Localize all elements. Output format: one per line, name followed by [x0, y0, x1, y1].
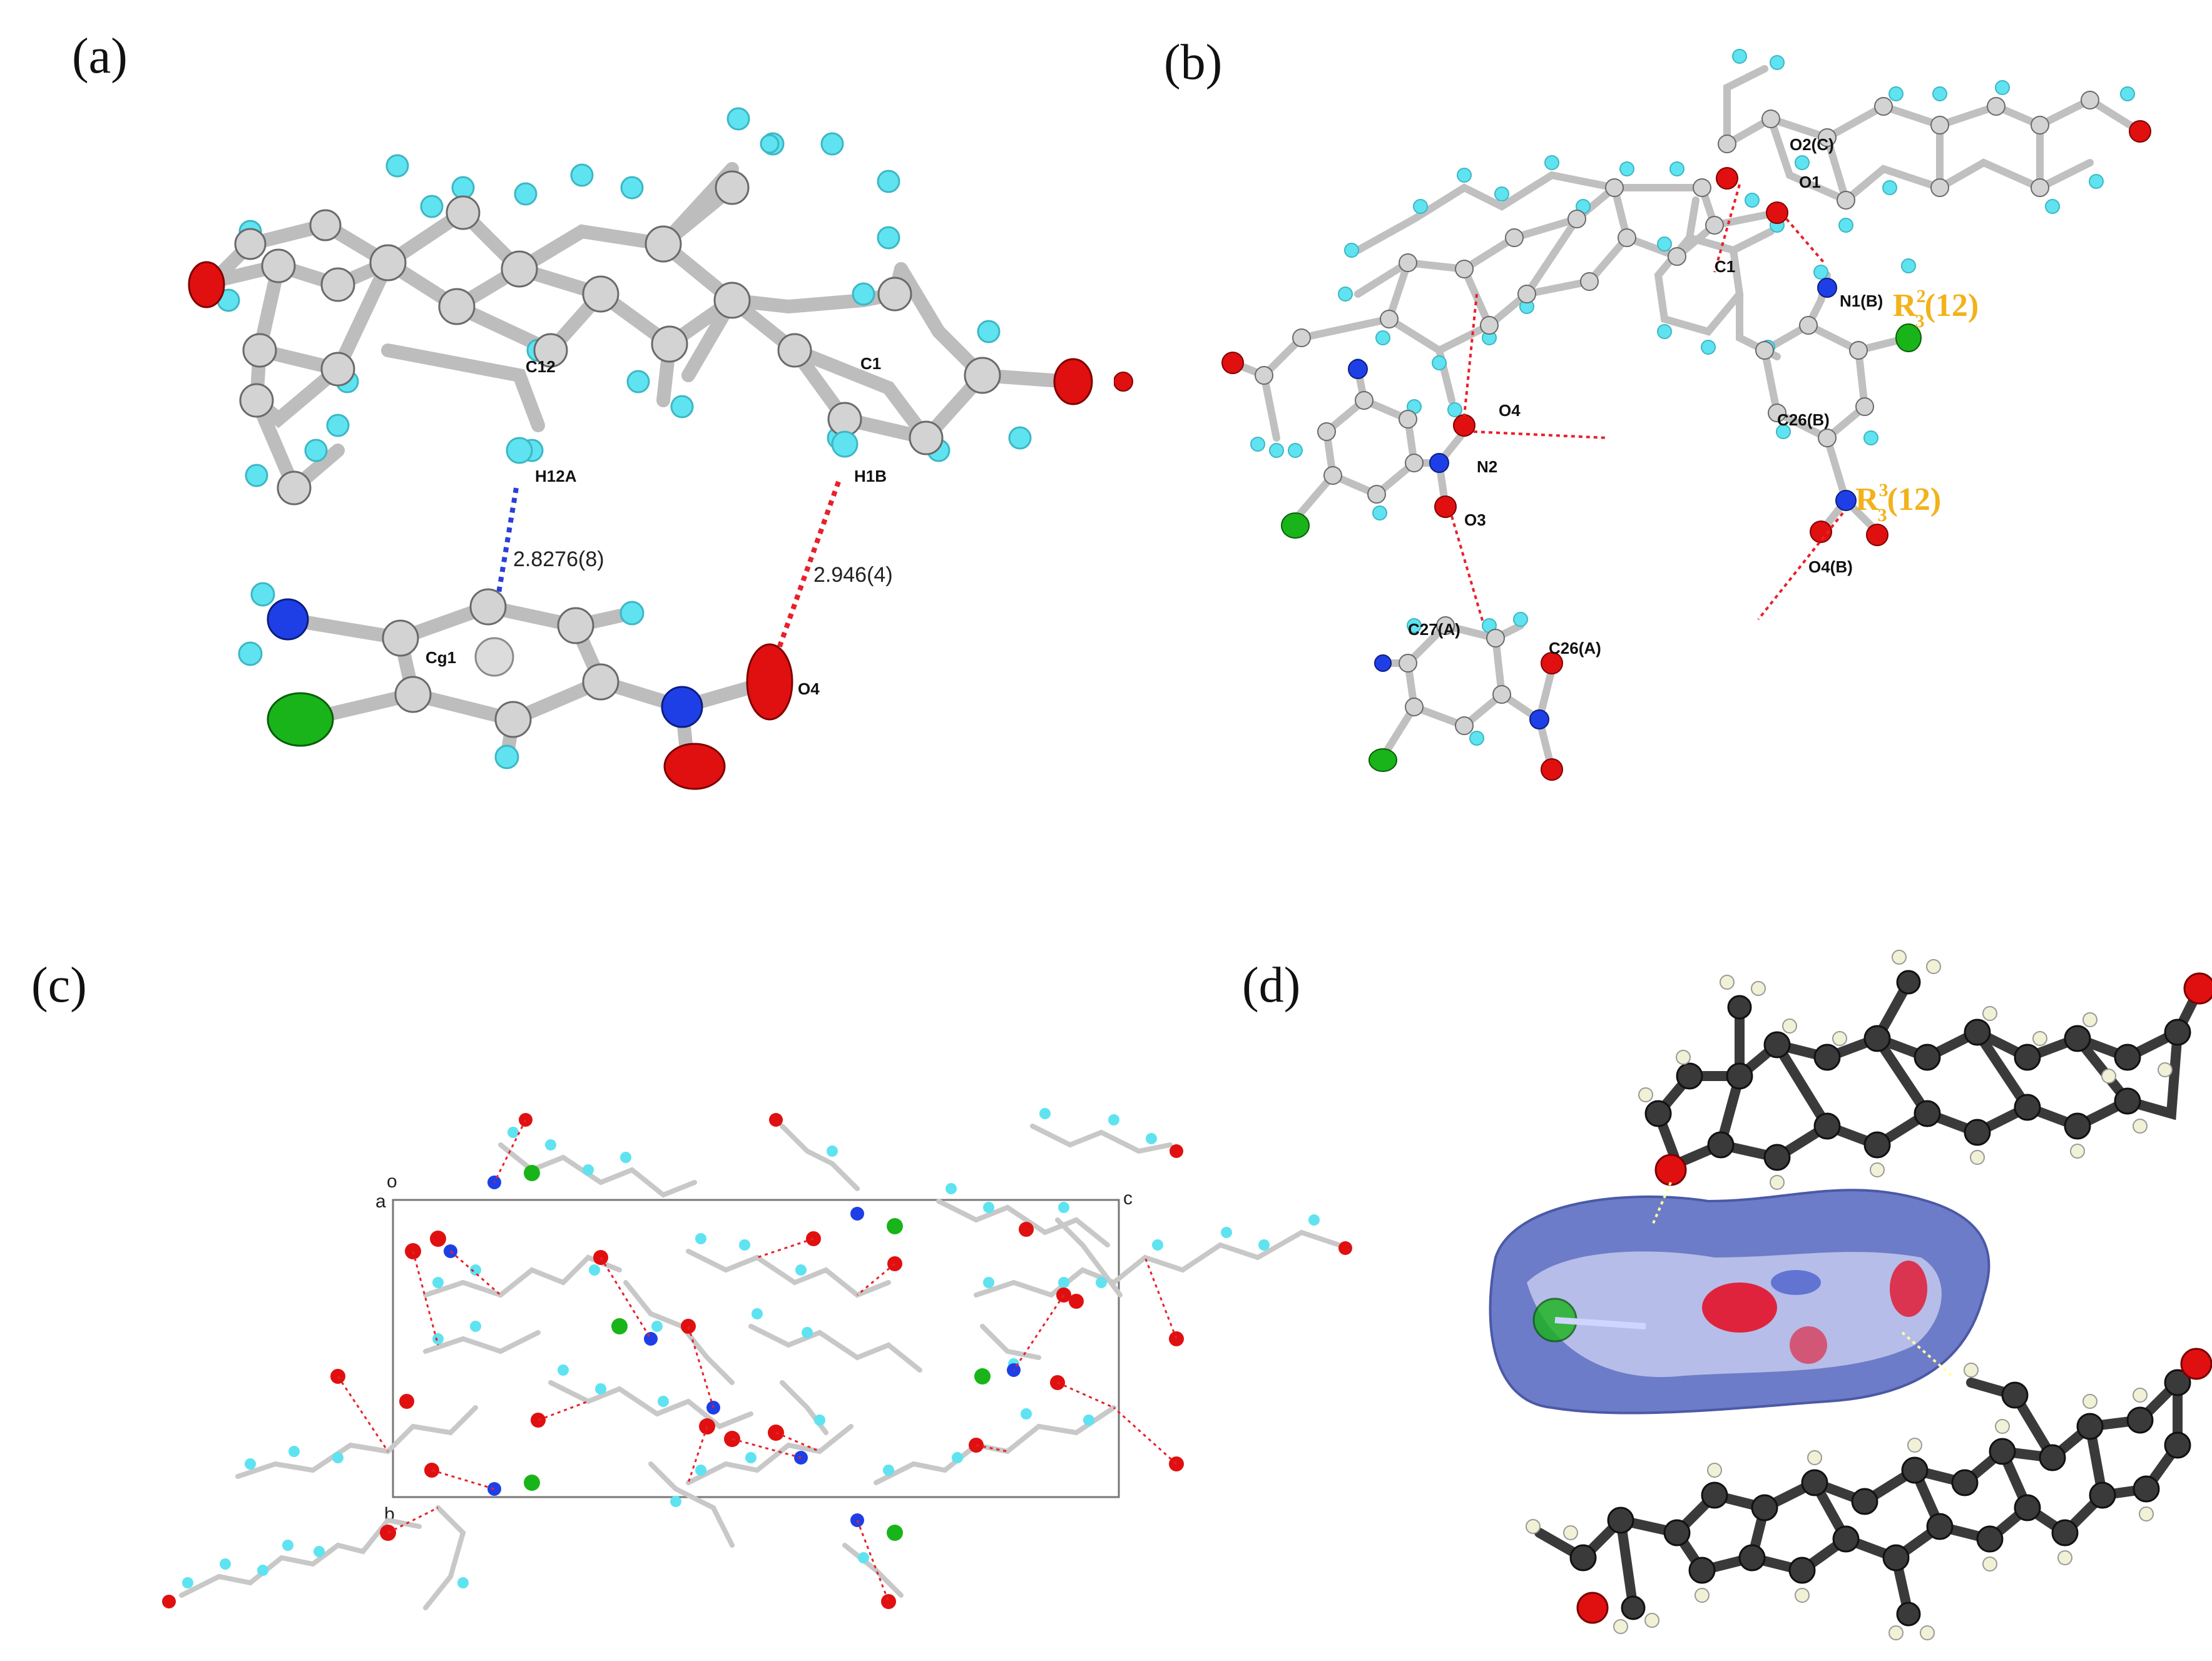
packing-oxygens: [162, 1113, 1352, 1609]
label-b-o1: O1: [1799, 173, 1821, 191]
cg1-centroid: [474, 637, 514, 677]
panel-label-a: (a): [72, 29, 128, 84]
n1b-atom: [1817, 278, 1837, 298]
upper-oxygen-left: [1654, 1154, 1687, 1186]
panel-label-b: (b): [1164, 35, 1223, 90]
panel-b-bonds: [1229, 65, 2144, 773]
lower-steroid: [1526, 1348, 2212, 1640]
upper-oxygen-right: [2183, 972, 2212, 1005]
panel-d-figure: [1489, 950, 2212, 1640]
axis-origin-label: o: [387, 1171, 397, 1192]
panel-b-figure: R23(12) R33(12) O1 O2(C) C1 N1(B) O4 C26…: [1114, 49, 2151, 781]
o3-atom: [1434, 495, 1457, 518]
panel-b-chlorines: [1281, 323, 1922, 772]
label-o4: O4: [798, 679, 820, 698]
label-b-o4b: O4(B): [1808, 557, 1853, 576]
panel-b-hbonds: [1450, 184, 1844, 623]
panel-a-figure: C12 C1 H12A H1B Cg1 O4 2.8276(8) 2.946(4…: [188, 107, 1093, 790]
label-b-o3: O3: [1464, 510, 1486, 529]
packing-nitrogens: [444, 1176, 1021, 1527]
panel-b-nitrogens: [1348, 278, 1857, 729]
packing-hydrogens: [182, 1108, 1320, 1588]
axis-a-label: a: [375, 1191, 386, 1212]
h1b-o4-contact: [773, 480, 841, 658]
unit-cell-box: [392, 1199, 1120, 1498]
upper-steroid: [1638, 950, 2212, 1190]
panel-label-d: (d): [1242, 958, 1301, 1013]
distance-h1b-o4: 2.946(4): [813, 563, 893, 587]
label-b-c1: C1: [1715, 257, 1735, 276]
label-b-o4: O4: [1499, 401, 1521, 420]
panel-a-oxygens: [188, 261, 1093, 405]
label-h1b: H1B: [854, 467, 887, 485]
panel-b-oxygens: [1114, 120, 2151, 781]
panel-a-carbons: [234, 170, 1001, 505]
axis-c-label: c: [1123, 1188, 1133, 1209]
lower-oxygen-right: [2180, 1348, 2212, 1380]
amine-nitrogen: [267, 598, 309, 641]
surface-contact-upper: [1651, 1182, 1672, 1227]
panel-a-nitroaniline: [238, 582, 793, 790]
chlorine-atom: [267, 692, 334, 747]
packing-bonds: [179, 1124, 1342, 1610]
label-h12a: H12A: [535, 467, 577, 485]
label-c12: C12: [526, 357, 556, 376]
panel-a-hydrogens: [217, 107, 1032, 487]
packing-chlorines: [524, 1165, 991, 1541]
panel-b-carbons: [1255, 91, 2099, 735]
packing-hbonds: [337, 1119, 1178, 1602]
surface-contact-lower: [1901, 1331, 1954, 1378]
o2c-atom: [1716, 167, 1738, 190]
label-b-o2c: O2(C): [1790, 135, 1834, 154]
o1-atom: [1766, 201, 1788, 224]
label-cg1: Cg1: [426, 648, 456, 667]
panel-b-hydrogens: [1250, 49, 2135, 746]
label-b-n1b: N1(B): [1840, 292, 1883, 310]
h12a-atom: [506, 437, 533, 464]
panel-c-figure: o a b c: [162, 1108, 1352, 1610]
label-b-c27a: C27(A): [1408, 620, 1460, 639]
o4-atom: [746, 643, 793, 721]
label-b-c26b: C26(B): [1777, 410, 1830, 429]
hirshfeld-surface: [1489, 1189, 1990, 1415]
label-b-n2: N2: [1477, 457, 1497, 476]
panel-label-c: (c): [31, 958, 87, 1013]
label-c1: C1: [860, 354, 881, 373]
label-b-c26a: C26(A): [1549, 639, 1601, 658]
h1b-atom: [831, 430, 859, 458]
lower-oxygen-left: [1576, 1592, 1609, 1624]
distance-h12a-cg1: 2.8276(8): [513, 547, 604, 571]
o4-atom-b: [1453, 414, 1476, 437]
nitro-nitrogen: [661, 686, 703, 728]
n2-atom: [1429, 453, 1449, 473]
